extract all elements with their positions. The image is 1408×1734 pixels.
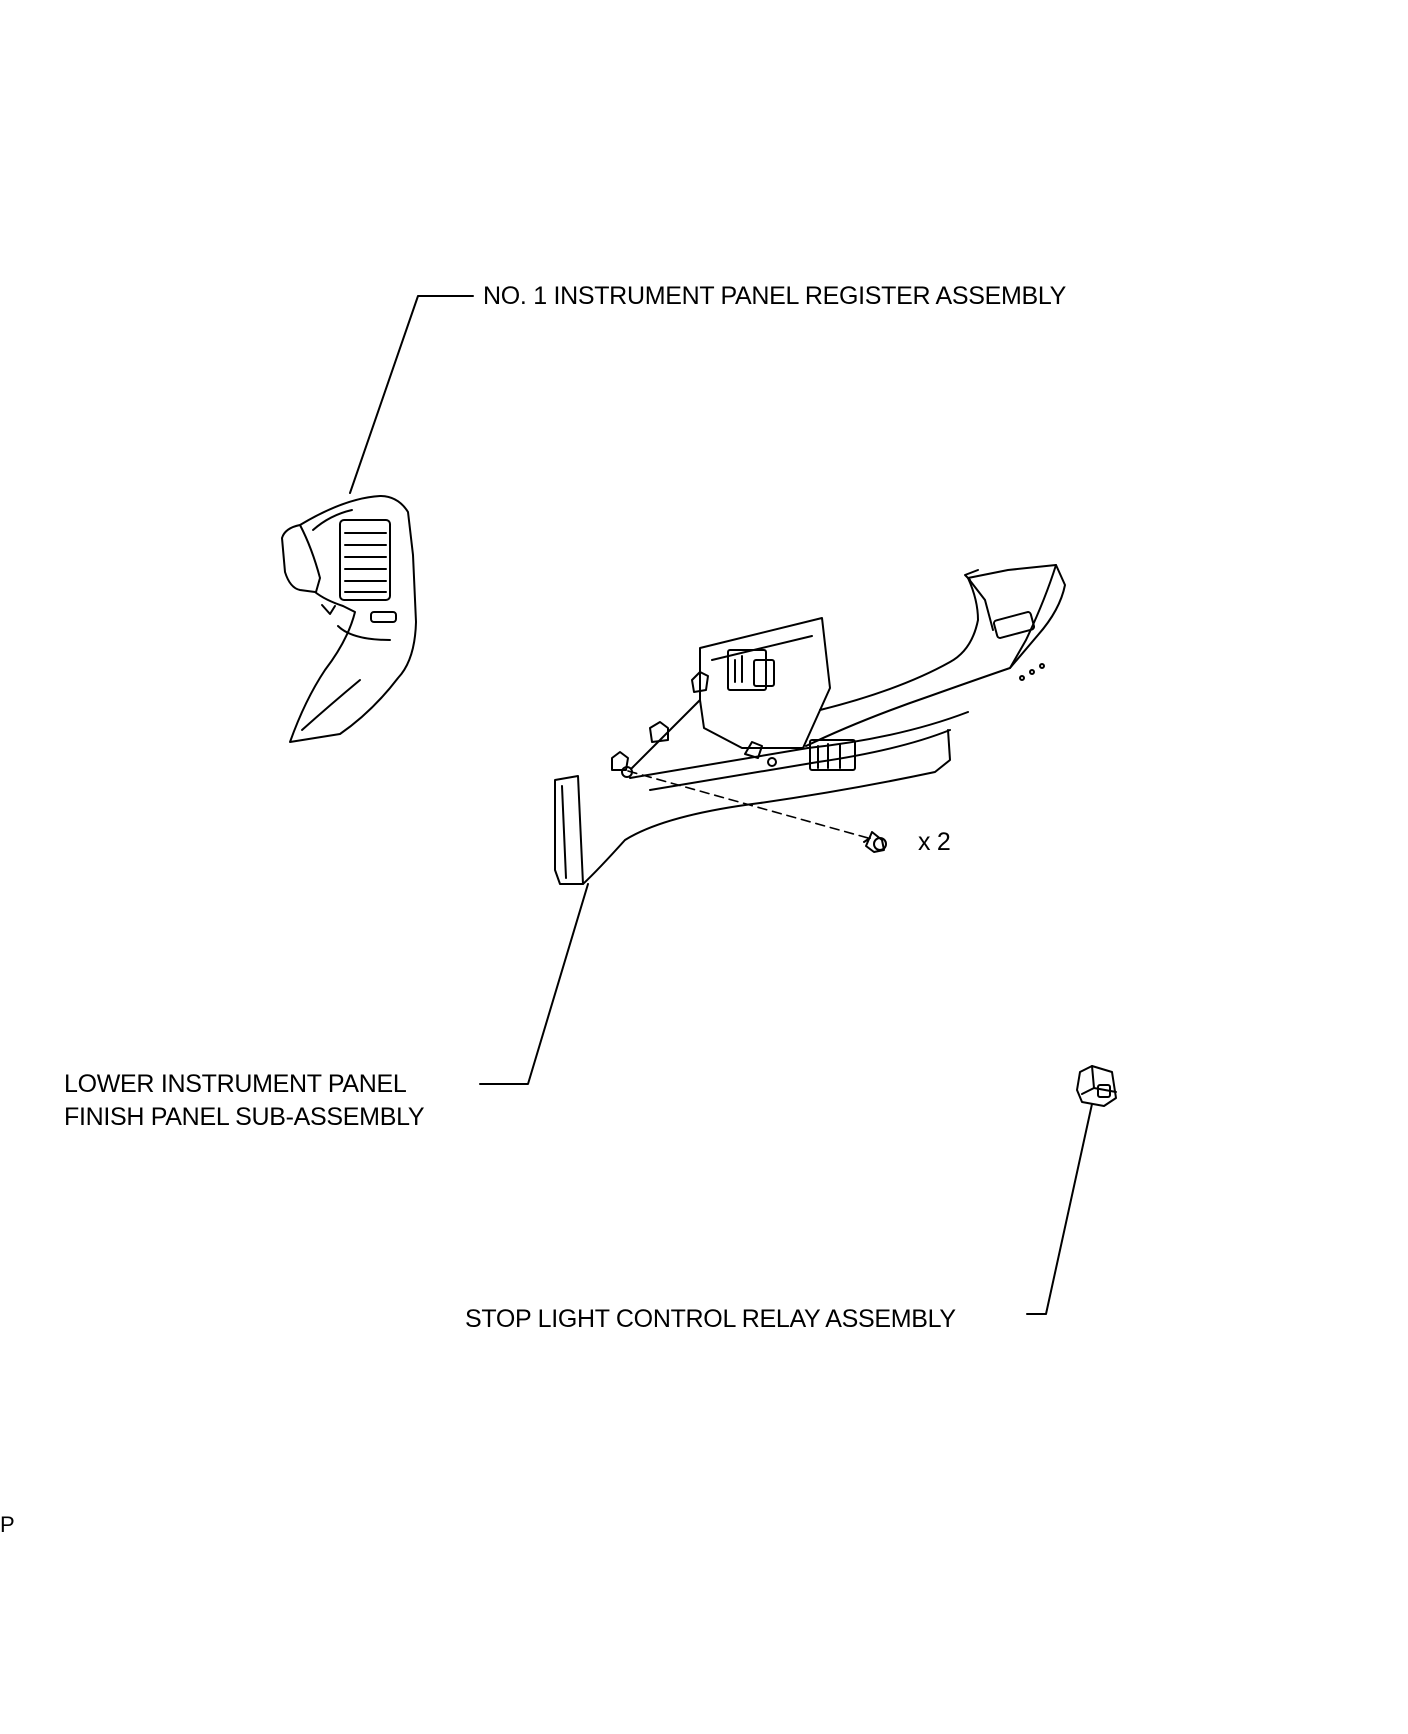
corner-mark: P (0, 1512, 15, 1537)
finish-panel-part (554, 564, 1066, 885)
label-register-assembly: NO. 1 INSTRUMENT PANEL REGISTER ASSEMBLY (483, 282, 1067, 310)
label-relay-assembly: STOP LIGHT CONTROL RELAY ASSEMBLY (465, 1305, 956, 1333)
label-finish-panel-line2: FINISH PANEL SUB-ASSEMBLY (64, 1103, 425, 1131)
screw-part (863, 831, 887, 853)
leader-register (349, 295, 474, 494)
relay-part (1076, 1065, 1117, 1107)
leader-relay (1026, 1103, 1093, 1315)
label-finish-panel-line1: LOWER INSTRUMENT PANEL (64, 1070, 407, 1098)
leader-finish-panel (479, 883, 589, 1085)
label-screw-quantity: x 2 (918, 828, 951, 856)
register-assembly-part (281, 495, 417, 743)
